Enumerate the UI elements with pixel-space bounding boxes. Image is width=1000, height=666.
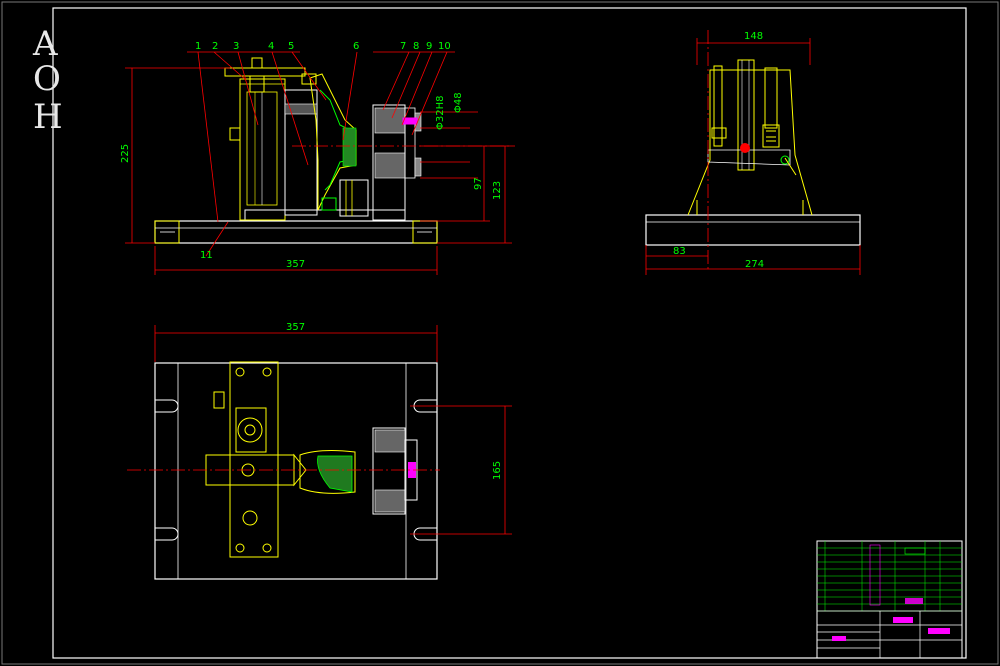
part-number-2: 2 — [212, 41, 218, 52]
dim-top-148: 148 — [744, 31, 763, 42]
part-number-8: 8 — [413, 41, 419, 52]
front-view-dimensions — [125, 67, 512, 275]
side-view-dimensions — [645, 38, 861, 275]
dim-width-357: 357 — [286, 259, 305, 270]
part-numbers: 1 2 3 4 5 6 7 8 9 10 11 — [195, 41, 451, 261]
part-number-3: 3 — [233, 41, 239, 52]
top-view-dimensions — [154, 325, 512, 535]
dim-height-225: 225 — [120, 144, 131, 163]
side-mark-h: H — [33, 97, 63, 137]
dim-diameter-32: Φ32H8 — [435, 96, 446, 130]
side-view — [645, 30, 861, 270]
side-mark-a: A — [33, 24, 58, 64]
part-number-5: 5 — [288, 41, 294, 52]
dim-diameter-48: Φ48 — [453, 92, 464, 113]
part-number-7: 7 — [400, 41, 406, 52]
part-number-4: 4 — [268, 41, 274, 52]
top-view — [127, 361, 440, 580]
dim-height-123: 123 — [492, 181, 503, 200]
front-view-leaders — [187, 51, 455, 257]
part-number-6: 6 — [353, 41, 359, 52]
dim-base-274: 274 — [745, 259, 764, 270]
side-mark-o: O — [33, 59, 61, 99]
drawing-frame — [52, 7, 967, 659]
dim-left-83: 83 — [673, 246, 686, 257]
front-view — [154, 57, 515, 244]
top-view-dimension-text: 357 165 — [286, 322, 503, 480]
dim-height-97: 97 — [473, 177, 484, 190]
part-number-11: 11 — [200, 250, 213, 261]
side-view-dimension-text: 148 83 274 — [673, 31, 764, 270]
dim-top-width-357: 357 — [286, 322, 305, 333]
title-block — [816, 540, 963, 659]
part-number-1: 1 — [195, 41, 201, 52]
front-view-dimension-text: 357 225 123 97 Φ32H8 Φ48 — [120, 92, 503, 270]
part-number-9: 9 — [426, 41, 432, 52]
dim-depth-165: 165 — [492, 461, 503, 480]
part-number-10: 10 — [438, 41, 451, 52]
